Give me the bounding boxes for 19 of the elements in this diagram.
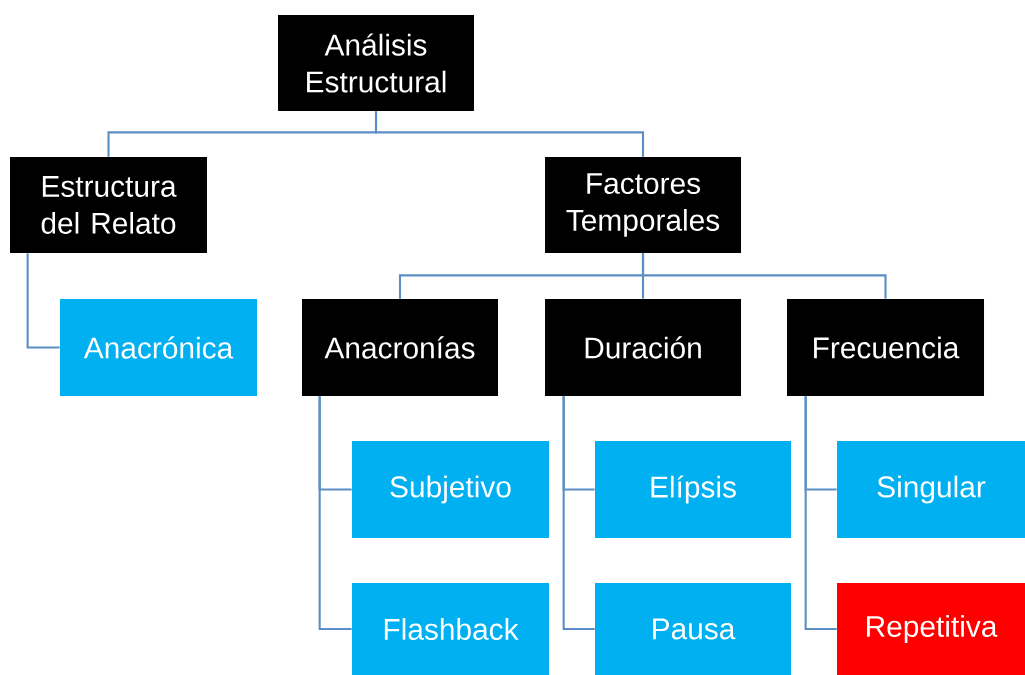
category-box: Estructura del Relato xyxy=(10,157,207,253)
item-box: Anacrónica xyxy=(60,299,257,396)
connector-line xyxy=(641,253,887,299)
item-box: Flashback xyxy=(352,583,549,675)
item-box: Elípsis xyxy=(595,441,791,538)
category-box: Factores Temporales xyxy=(545,157,741,253)
category-box: Duración xyxy=(545,299,741,396)
item-box: Singular xyxy=(837,441,1025,538)
connector-line xyxy=(374,111,645,157)
item-box: Pausa xyxy=(595,583,791,675)
connector-line xyxy=(804,396,837,631)
connector-line xyxy=(26,253,60,349)
connector-line xyxy=(318,396,352,631)
category-box: Frecuencia xyxy=(787,299,984,396)
item-box: Repetitiva xyxy=(837,583,1025,675)
category-box: Análisis Estructural xyxy=(278,15,474,111)
category-box: Anacronías xyxy=(302,299,498,396)
connector-line xyxy=(562,396,595,631)
item-box: Subjetivo xyxy=(352,441,549,538)
